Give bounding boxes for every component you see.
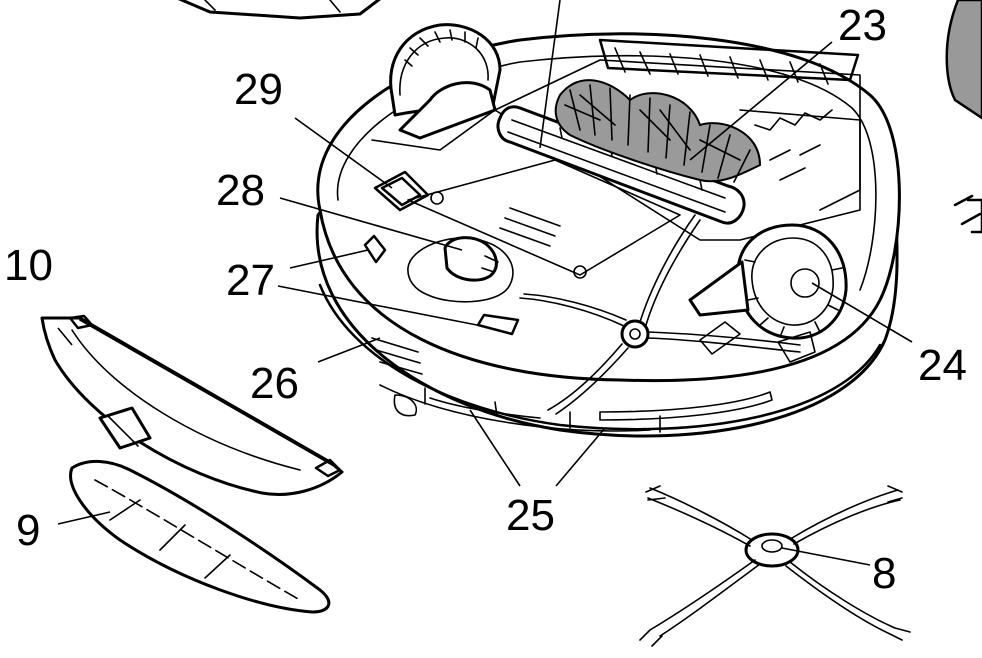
leader-29 — [294, 117, 393, 189]
leader-27b — [277, 285, 483, 327]
leader-lines — [57, 0, 913, 566]
leader-23 — [689, 41, 833, 161]
side-brush-on-robot — [519, 214, 801, 415]
leader-unlabeled-top — [539, 0, 561, 149]
callout-28: 28 — [216, 166, 265, 215]
cropped-part-top-right — [945, 0, 982, 120]
rear-caster-hub — [777, 331, 816, 363]
leader-24 — [811, 282, 913, 343]
leader-28 — [279, 197, 463, 251]
cliff-sensor-left — [363, 234, 387, 264]
leader-8 — [781, 547, 871, 566]
leader-9 — [57, 511, 111, 525]
right-wheel — [688, 223, 848, 340]
callout-26: 26 — [250, 359, 299, 408]
leader-25b — [555, 427, 606, 487]
callout-29: 29 — [234, 65, 283, 114]
callout-10: 10 — [4, 241, 53, 290]
brush-roller — [496, 79, 762, 225]
leader-27a — [289, 249, 369, 269]
bottom-plate — [371, 109, 681, 279]
callout-23: 23 — [838, 1, 887, 50]
cropped-part-top-left — [177, 0, 381, 20]
cliff-sensor-center — [476, 313, 520, 336]
charger-plug — [953, 194, 982, 234]
callout-8: 8 — [872, 549, 896, 598]
callout-9: 9 — [16, 506, 40, 555]
square-sensor — [373, 170, 430, 212]
dust-bin-cover — [40, 314, 344, 496]
dust-filter — [69, 460, 331, 614]
side-brush-part — [639, 485, 911, 647]
callout-24: 24 — [918, 341, 967, 390]
leader-25a — [469, 409, 521, 487]
leader-10 — [57, 327, 73, 346]
charging-contact — [699, 321, 741, 355]
callout-25: 25 — [506, 491, 555, 540]
callout-27: 27 — [226, 256, 275, 305]
left-wheel — [389, 23, 502, 140]
callout-labels: 23 29 28 10 27 26 24 25 9 8 — [4, 1, 967, 598]
main-brush-cavity — [494, 38, 861, 241]
leader-26 — [317, 337, 381, 363]
